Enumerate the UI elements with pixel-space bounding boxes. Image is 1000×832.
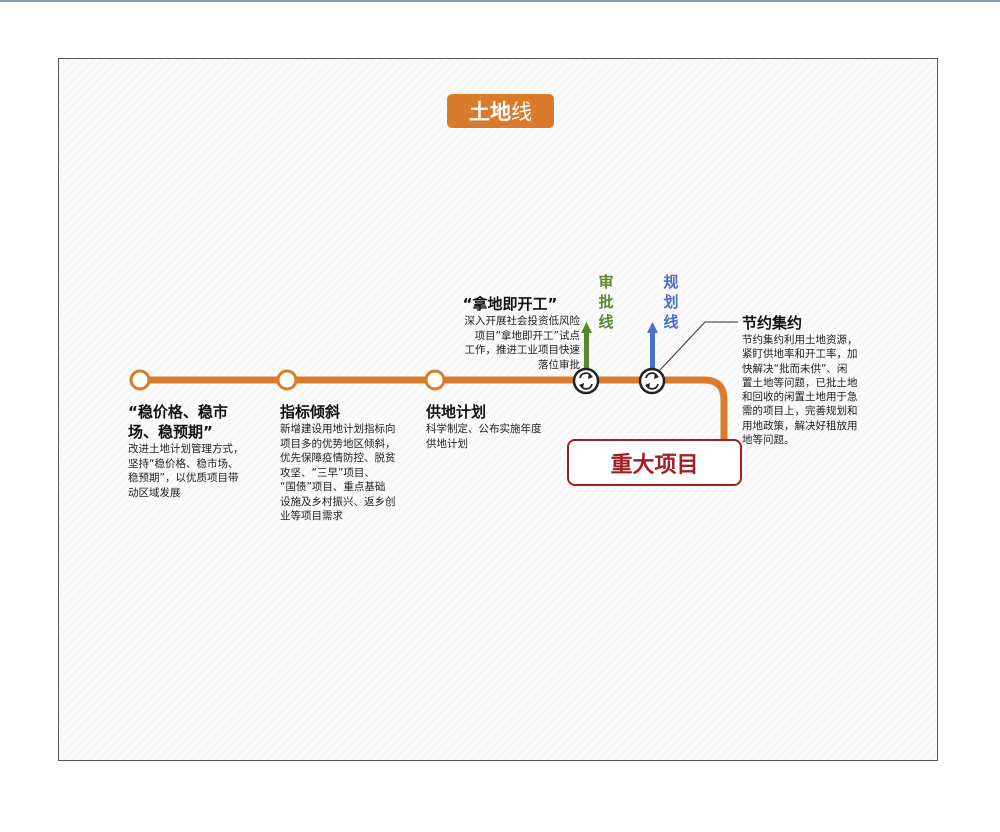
station-quota-tilt: 指标倾斜 新增建设用地计划指标向 项目多的优势地区倾斜， 优先保障疫情防控、脱贫… [280,402,420,524]
approval-char: 线 [598,313,614,331]
station-body-line: 设施及乡村振兴、返乡创 [280,495,396,508]
top-rule [0,0,1000,2]
approval-line-label: 审 批 线 [597,272,615,332]
planning-char: 规 [663,273,679,291]
saving-block: 节约集约 节约集约利用土地资源， 紧盯供地率和开工率，加 快解决“批而未供”、闲… [742,313,872,447]
station-title-line: 场、稳预期” [128,423,213,441]
station-body-line: 科学制定、公布实施年度 [426,423,542,435]
transfer-cycle-icon [638,367,666,395]
arrow-up-icon [647,322,658,368]
start-work-title: “拿地即开工” [462,295,558,313]
station-body-line: 坚持“稳价格、稳市场、 [128,457,239,470]
station-circle-icon [129,369,151,391]
saving-body-line: 置土地等问题，已批土地 [742,376,858,389]
land-line-title: 土地线 [447,94,554,128]
station-body-line: 业等项目需求 [280,510,343,522]
saving-body-line: 紧盯供地率和开工率，加 [742,348,858,361]
land-line-track [136,376,728,444]
station-title-line: “稳价格、稳市 [128,403,228,421]
saving-body-line: 用地政策，解决好租放用 [742,419,858,432]
planning-char: 线 [663,313,679,331]
saving-body-line: 地等问题。 [742,434,795,447]
title-bold: 土地 [469,100,511,124]
approval-char: 批 [598,293,614,311]
station-body-line: 优先保障疫情防控、脱贫 [280,452,396,464]
station-body-line: 改进土地计划管理方式， [128,443,244,455]
callout-leader [659,321,738,371]
station-circle-icon [424,369,446,391]
saving-title: 节约集约 [742,314,803,332]
saving-body-line: 和回收的闲置土地用于急 [742,391,858,404]
start-work-block: “拿地即开工” 深入开展社会投资低风险 项目“拿地即开工”试点 工作，推进工业项… [440,294,580,372]
station-body-line: 供地计划 [426,437,468,450]
start-work-body-line: 深入开展社会投资低风险 [464,315,581,327]
start-work-body-line: 工作，推进工业项目快速 [464,344,581,356]
saving-body-line: 快解决“批而未供”、闲 [742,362,848,375]
title-thin: 线 [511,100,532,124]
station-supply-plan: 供地计划 科学制定、公布实施年度 供地计划 [426,402,566,451]
diagram-frame [58,58,938,761]
station-body-line: 项目多的优势地区倾斜， [280,437,396,450]
station-circle-icon [276,369,298,391]
saving-body-line: 节约集约利用土地资源， [742,334,858,346]
station-body-line: 攻坚、“三早”项目、 [280,466,375,479]
transfer-cycle-icon [572,367,600,395]
start-work-body-line: 落位审批 [538,358,580,371]
station-title-line: 供地计划 [426,403,487,421]
station-body-line: 稳预期”，以优质项目带 [128,472,239,484]
planning-line-label: 规 划 线 [662,272,680,332]
station-body-line: “国债”项目、重点基础 [280,481,386,493]
major-project-box: 重大项目 [567,439,742,486]
station-body-line: 新增建设用地计划指标向 [280,423,396,435]
station-stable-prices: “稳价格、稳市 场、稳预期” 改进土地计划管理方式， 坚持“稳价格、稳市场、 稳… [128,402,268,500]
station-title-line: 指标倾斜 [280,403,341,421]
station-body-line: 动区域发展 [128,486,181,499]
planning-char: 划 [663,293,679,311]
arrow-up-icon [581,322,592,368]
start-work-body-line: 项目“拿地即开工”试点 [474,329,580,342]
approval-char: 审 [598,273,614,291]
saving-body-line: 需的项目上，完善规划和 [742,405,858,418]
